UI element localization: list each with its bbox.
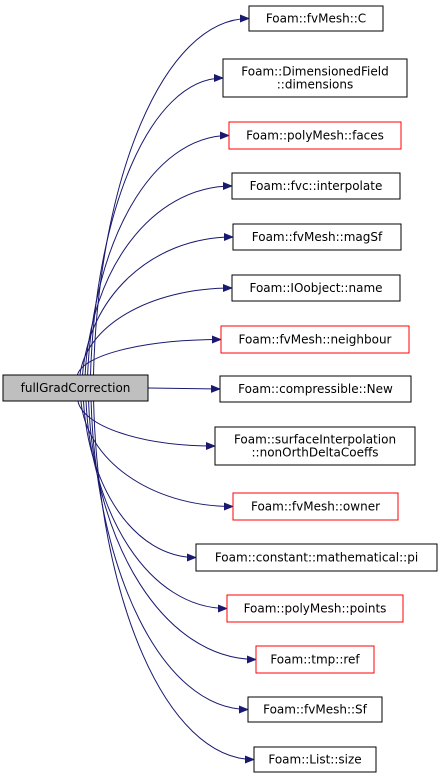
edge-foam-fvmesh-c [92, 14, 250, 376]
node-label: Foam::polyMesh::faces [246, 129, 384, 143]
node-foam-tmp-ref[interactable]: Foam::tmp::ref [255, 645, 375, 674]
edge-foam-fvmesh-neighbour [76, 335, 222, 376]
node-box [195, 543, 438, 572]
node-foam-fvmesh-c[interactable]: Foam::fvMesh::C [248, 5, 384, 32]
edge-foam-list-size [93, 400, 255, 764]
node-foam-surfaceinterpolation-nonorthdeltacoeffs[interactable]: Foam::surfaceInterpolation::nonOrthDelta… [214, 426, 416, 466]
node-box [247, 696, 383, 723]
node-foam-dimensionedfield-dimensions[interactable]: Foam::DimensionedField::dimensions [222, 58, 408, 98]
node-label: Foam::IOobject::name [249, 281, 382, 295]
node-box [231, 172, 401, 200]
node-label: Foam::fvc::interpolate [250, 179, 383, 193]
root-label: fullGradCorrection [21, 381, 131, 395]
edge-foam-fvmesh-owner [80, 400, 234, 511]
edge-foam-polymesh-faces [87, 131, 230, 376]
edge-foam-fvmesh-sf [90, 400, 249, 714]
node-box [232, 223, 402, 251]
edge-foam-polymesh-points [85, 400, 228, 613]
node-label: Foam::List::size [268, 753, 361, 767]
node-label: Foam::fvMesh::owner [251, 500, 380, 514]
node-label: Foam::DimensionedField [241, 65, 388, 79]
nodes-layer: Foam::fvMesh::CFoam::DimensionedField::d… [2, 5, 438, 773]
node-box [228, 121, 402, 150]
node-box [214, 426, 416, 466]
edge-foam-fvc-interpolate [84, 182, 233, 376]
edge-foam-ioobject-name [79, 284, 233, 376]
node-box [232, 492, 399, 521]
node-foam-fvmesh-sf[interactable]: Foam::fvMesh::Sf [247, 696, 383, 723]
edge-foam-compressible-new [147, 384, 221, 393]
node-label: ::dimensions [277, 78, 354, 92]
root-box [2, 374, 149, 402]
node-box [231, 274, 401, 302]
node-foam-fvmesh-owner[interactable]: Foam::fvMesh::owner [232, 492, 399, 521]
node-foam-fvmesh-magsf[interactable]: Foam::fvMesh::magSf [232, 223, 402, 251]
node-label: Foam::polyMesh::points [244, 602, 387, 616]
node-box [255, 645, 375, 674]
node-foam-ioobject-name[interactable]: Foam::IOobject::name [231, 274, 401, 302]
node-box [220, 325, 410, 354]
node-box [226, 594, 404, 623]
node-label: Foam::tmp::ref [270, 653, 360, 667]
node-foam-fvc-interpolate[interactable]: Foam::fvc::interpolate [231, 172, 401, 200]
node-foam-constant-mathematical-pi[interactable]: Foam::constant::mathematical::pi [195, 543, 438, 572]
node-label: Foam::constant::mathematical::pi [215, 551, 418, 565]
node-label: Foam::fvMesh::Sf [263, 703, 368, 717]
node-root-fullgradcorrection[interactable]: fullGradCorrection [2, 374, 149, 402]
edges-layer [76, 14, 257, 764]
node-box [219, 375, 412, 403]
node-label: Foam::compressible::New [238, 382, 393, 396]
node-box [248, 5, 384, 32]
node-label: Foam::surfaceInterpolation [234, 433, 396, 447]
node-foam-polymesh-faces[interactable]: Foam::polyMesh::faces [228, 121, 402, 150]
node-foam-compressible-new[interactable]: Foam::compressible::New [219, 375, 412, 403]
node-box [222, 58, 408, 98]
edge-foam-dimensionedfield-dimensions [90, 74, 224, 376]
edge-foam-tmp-ref [88, 400, 257, 664]
edge-foam-constant-mathematical-pi [82, 400, 197, 562]
node-label: Foam::fvMesh::C [266, 12, 366, 26]
node-foam-polymesh-points[interactable]: Foam::polyMesh::points [226, 594, 404, 623]
node-label: ::nonOrthDeltaCoeffs [252, 446, 379, 460]
node-foam-list-size[interactable]: Foam::List::size [253, 746, 377, 773]
edge-foam-surfaceinterpolation-nonorthdeltacoeffs [77, 400, 216, 450]
node-label: Foam::fvMesh::neighbour [239, 333, 392, 347]
node-box [253, 746, 377, 773]
edge-foam-fvmesh-magsf [82, 233, 234, 376]
node-foam-fvmesh-neighbour[interactable]: Foam::fvMesh::neighbour [220, 325, 410, 354]
node-label: Foam::fvMesh::magSf [252, 230, 383, 244]
